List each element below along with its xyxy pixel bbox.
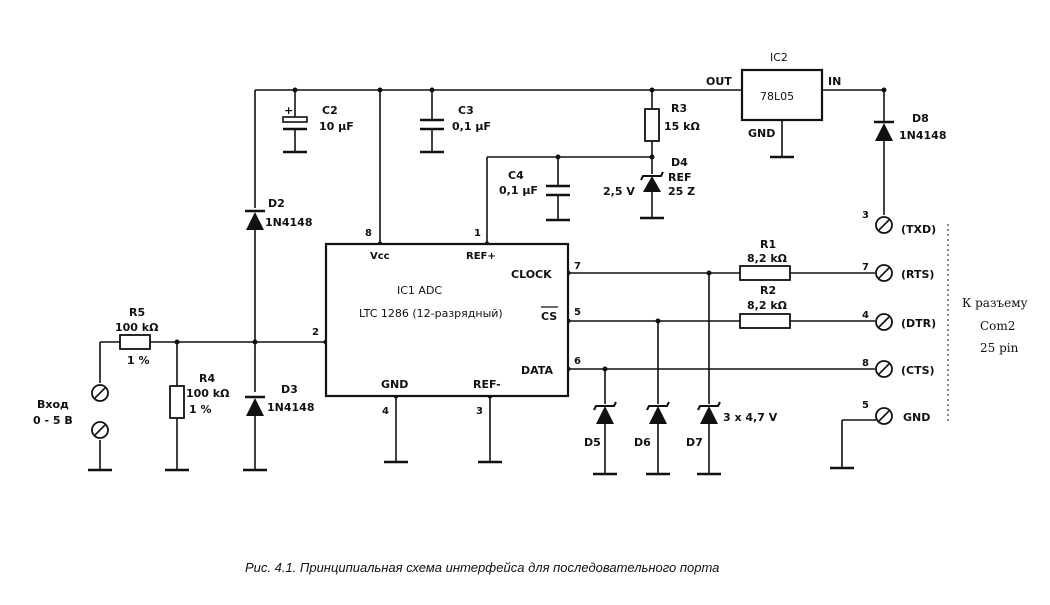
wires xyxy=(99,89,885,474)
zener-value: 3 x 4,7 V xyxy=(723,411,778,424)
conn-caption-1: К разъему xyxy=(962,296,1028,310)
conn-pin-signal-dtr: (DTR) xyxy=(901,317,936,330)
resistor-r2: R2 8,2 kΩ xyxy=(739,284,791,329)
diode-d8: D8 1N4148 xyxy=(874,112,946,142)
zener-d6: D6 xyxy=(634,401,670,449)
ic1-adc: IC1 ADC LTC 1286 (12-разрядный) Vcc REF+… xyxy=(312,228,581,417)
diode-d4: D4 REF 25 Z 2,5 V xyxy=(603,156,695,198)
ic1-part: LTC 1286 (12-разрядный) xyxy=(359,307,503,320)
c4-value: 0,1 μF xyxy=(499,184,538,197)
ic1-num-ref-plus: 1 xyxy=(474,228,481,239)
c3-name: C3 xyxy=(458,104,474,117)
d5-name: D5 xyxy=(584,436,601,449)
r5-tol: 1 % xyxy=(127,354,150,367)
conn-pin-num-txd: 3 xyxy=(862,210,869,221)
capacitor-c2: + C2 10 μF xyxy=(282,104,354,133)
ic1-name: IC1 ADC xyxy=(397,284,442,297)
d4-type-1: REF xyxy=(668,171,692,184)
ic2-part: 78L05 xyxy=(760,90,794,103)
d4-voltage: 2,5 V xyxy=(603,185,635,198)
d3-name: D3 xyxy=(281,383,298,396)
figure-caption: Рис. 4.1. Принципиальная схема интерфейс… xyxy=(245,560,719,575)
r2-name: R2 xyxy=(760,284,776,297)
connector-com2: 3 (TXD) 7 (RTS) 4 (DTR) 8 (CTS) 5 GND К … xyxy=(862,210,1028,425)
conn-pin-num-dtr: 4 xyxy=(862,310,869,321)
input-range: 0 - 5 В xyxy=(33,414,73,427)
conn-caption-2: Com2 xyxy=(980,319,1015,333)
d4-type-2: 25 Z xyxy=(668,185,695,198)
ic2-name: IC2 xyxy=(770,51,788,64)
zener-d7: D7 xyxy=(686,401,721,449)
resistor-r3: R3 15 kΩ xyxy=(644,102,700,142)
ic1-num-clock: 7 xyxy=(574,261,581,272)
d7-name: D7 xyxy=(686,436,703,449)
ic1-num-data: 6 xyxy=(574,356,581,367)
d6-name: D6 xyxy=(634,436,651,449)
resistor-r1: R1 8,2 kΩ xyxy=(739,238,791,281)
c3-value: 0,1 μF xyxy=(452,120,491,133)
zener-d5: D5 xyxy=(584,401,617,449)
ic1-pin-gnd: GND xyxy=(381,378,408,391)
ic1-num-in: 2 xyxy=(312,327,319,338)
r5-name: R5 xyxy=(129,306,145,319)
capacitor-c4: C4 0,1 μF xyxy=(499,169,570,197)
ic1-pin-cs: CS xyxy=(541,310,557,323)
ic1-pin-data: DATA xyxy=(521,364,553,377)
conn-pin-signal-rts: (RTS) xyxy=(901,268,934,281)
d8-type: 1N4148 xyxy=(899,129,946,142)
resistor-r5: R5 100 kΩ 1 % xyxy=(115,306,159,367)
r2-value: 8,2 kΩ xyxy=(747,299,788,312)
c2-value: 10 μF xyxy=(319,120,354,133)
diode-d2: D2 1N4148 xyxy=(245,197,312,230)
ic2-pin-gnd: GND xyxy=(748,127,775,140)
input-label: Вход xyxy=(37,398,69,411)
conn-pin-num-cts: 8 xyxy=(862,358,869,369)
c4-name: C4 xyxy=(508,169,524,182)
r3-value: 15 kΩ xyxy=(664,120,700,133)
r4-name: R4 xyxy=(199,372,215,385)
ic1-num-gnd: 4 xyxy=(382,406,389,417)
d8-name: D8 xyxy=(912,112,929,125)
diode-d3: D3 1N4148 xyxy=(245,383,314,416)
r5-value: 100 kΩ xyxy=(115,321,159,334)
r1-name: R1 xyxy=(760,238,776,251)
d3-type: 1N4148 xyxy=(267,401,314,414)
ic1-pin-vcc: Vcc xyxy=(370,251,390,262)
ic2-regulator: IC2 78L05 OUT IN GND xyxy=(706,51,841,140)
ic1-pin-ref-plus: REF+ xyxy=(466,251,496,262)
c2-name: C2 xyxy=(322,104,338,117)
d2-type: 1N4148 xyxy=(265,216,312,229)
r4-tol: 1 % xyxy=(189,403,212,416)
conn-pin-signal-cts: (CTS) xyxy=(901,364,935,377)
capacitor-c3: C3 0,1 μF xyxy=(420,104,491,133)
ic2-pin-in: IN xyxy=(828,75,841,88)
resistor-r4: R4 100 kΩ 1 % xyxy=(169,372,230,419)
conn-pin-num-rts: 7 xyxy=(862,262,869,273)
ic1-pin-clock: CLOCK xyxy=(511,268,552,281)
ic1-num-vcc: 8 xyxy=(365,228,372,239)
conn-pin-signal-gnd: GND xyxy=(903,411,930,424)
input-terminals: Вход 0 - 5 В xyxy=(33,384,109,439)
ic2-pin-out: OUT xyxy=(706,75,732,88)
r1-value: 8,2 kΩ xyxy=(747,252,788,265)
r3-name: R3 xyxy=(671,102,687,115)
ground-symbols xyxy=(88,150,854,476)
conn-caption-3: 25 pin xyxy=(980,341,1019,355)
d4-name: D4 xyxy=(671,156,688,169)
ic1-pin-ref-minus: REF- xyxy=(473,378,501,391)
ic1-num-cs: 5 xyxy=(574,307,581,318)
conn-pin-signal-txd: (TXD) xyxy=(901,223,936,236)
c2-plus: + xyxy=(284,104,293,117)
d2-name: D2 xyxy=(268,197,285,210)
ic1-num-ref-minus: 3 xyxy=(476,406,483,417)
conn-pin-num-gnd: 5 xyxy=(862,400,869,411)
r4-value: 100 kΩ xyxy=(186,387,230,400)
